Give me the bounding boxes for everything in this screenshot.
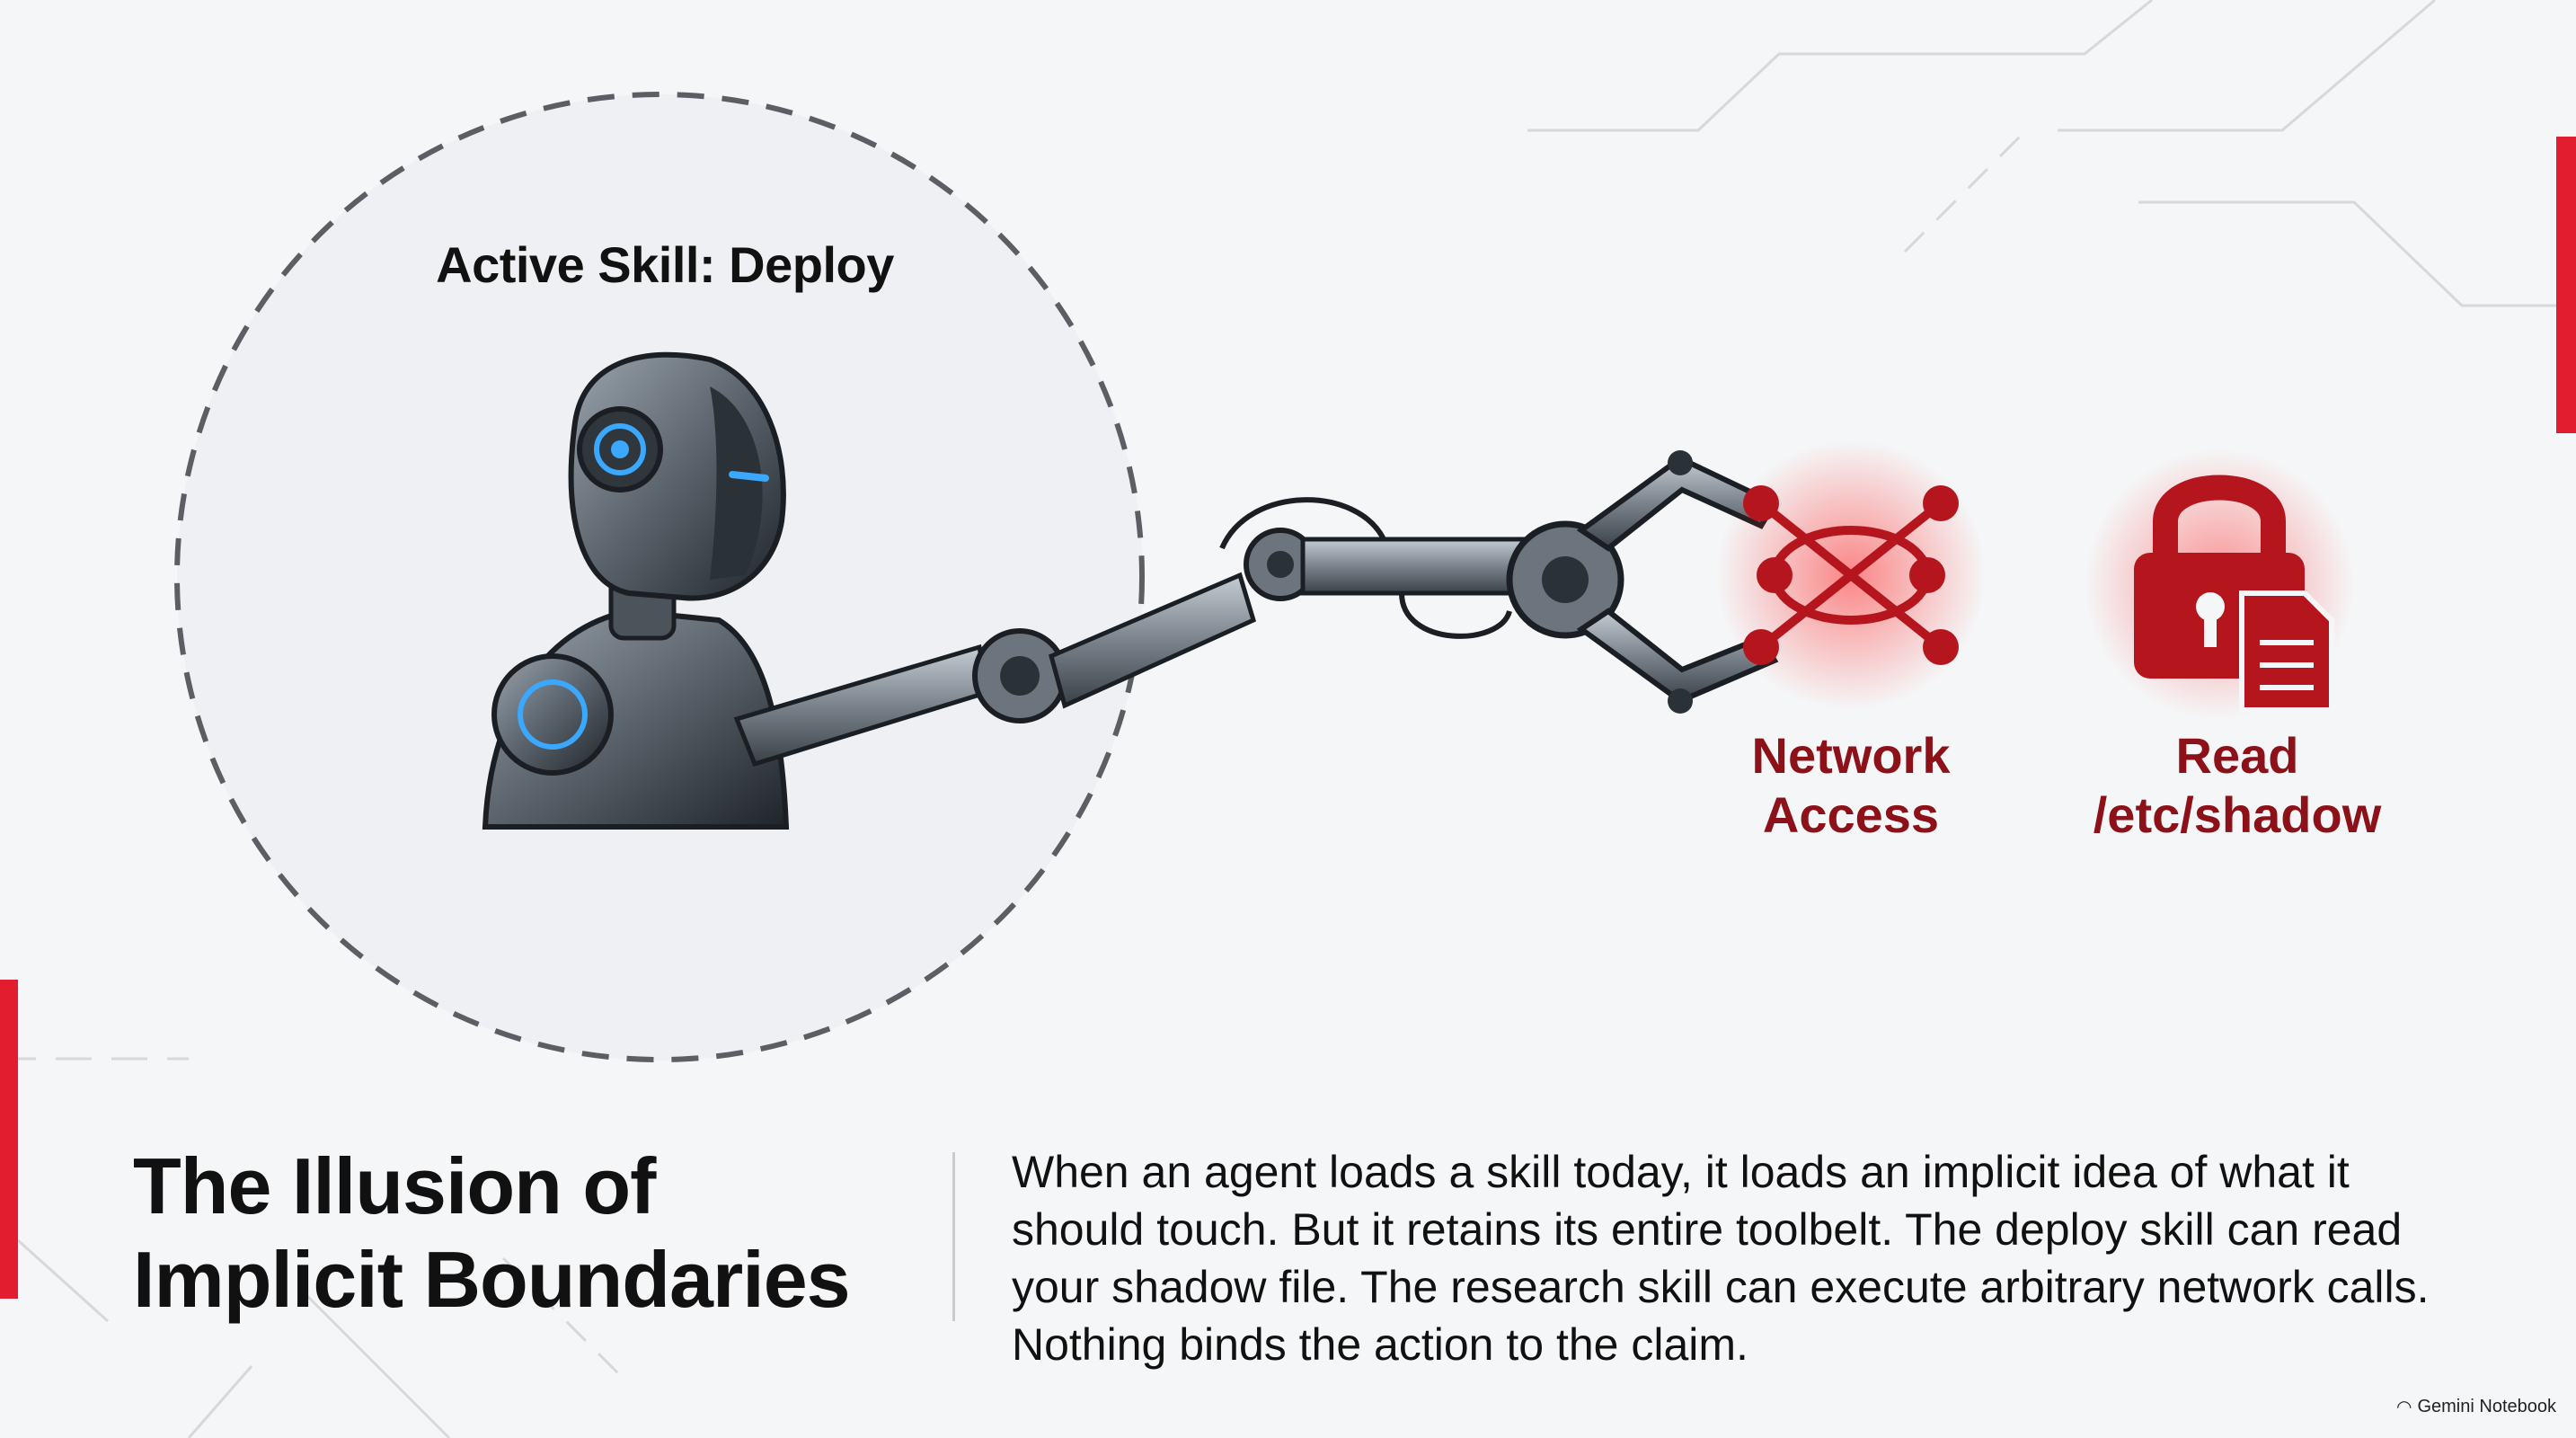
- lock-file-icon: [2085, 449, 2354, 719]
- slide-title-line2: Implicit Boundaries: [133, 1235, 851, 1324]
- slide-body-text: When an agent loads a skill today, it lo…: [1012, 1147, 2430, 1370]
- read-shadow-label: Read /etc/shadow: [2013, 726, 2462, 845]
- network-access-label-line2: Access: [1762, 786, 1940, 843]
- slide-title-line1: The Illusion of: [133, 1141, 656, 1230]
- title-divider: [952, 1152, 955, 1321]
- gemini-logo-icon: ◠: [2396, 1398, 2412, 1417]
- active-skill-label: Active Skill: Deploy: [436, 236, 894, 293]
- read-shadow-label-line2: /etc/shadow: [2093, 786, 2382, 843]
- read-shadow-label-line1: Read: [2175, 727, 2299, 784]
- accent-bar-left: [0, 980, 18, 1299]
- slide-title: The Illusion of Implicit Boundaries: [133, 1140, 942, 1327]
- network-blocked-icon: [1716, 440, 1986, 710]
- accent-bar-right: [2556, 137, 2576, 433]
- network-access-label: Network Access: [1689, 726, 2013, 845]
- robot-arm: [733, 644, 991, 768]
- network-access-label-line1: Network: [1751, 727, 1951, 784]
- watermark-text: Gemini Notebook: [2417, 1397, 2556, 1416]
- watermark: ◠ Gemini Notebook: [2396, 1396, 2556, 1418]
